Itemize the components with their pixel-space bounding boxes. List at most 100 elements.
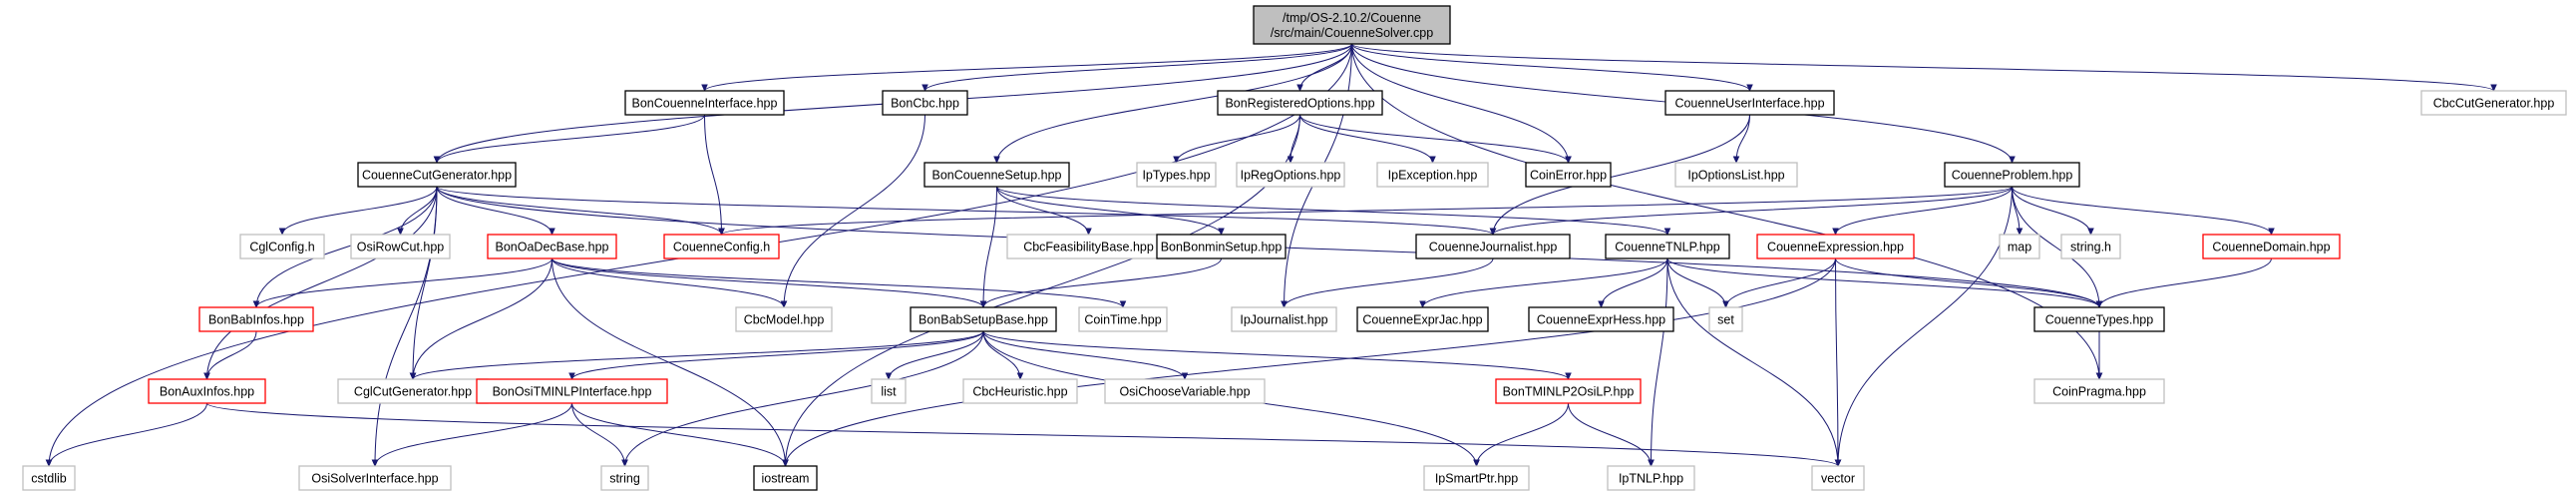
- file-node-bon-tminlp2osi[interactable]: BonTMINLP2OsiLP.hpp: [1495, 378, 1642, 404]
- node-box: [600, 465, 649, 491]
- file-node-cstdlib: cstdlib: [22, 465, 76, 491]
- file-node-ip-smart-ptr: IpSmartPtr.hpp: [1423, 465, 1530, 491]
- node-box: [2033, 378, 2165, 404]
- file-node-bon-bonmin[interactable]: BonBonminSetup.hpp: [1156, 234, 1287, 259]
- node-label: BonCouenneSetup.hpp: [932, 169, 1062, 183]
- file-node-coin-time: CoinTime.hpp: [1078, 306, 1168, 332]
- file-node-coue-expr[interactable]: CouenneExpression.hpp: [1756, 234, 1915, 259]
- node-label: CouenneUserInterface.hpp: [1674, 97, 1824, 111]
- file-node-bon-bab-infos[interactable]: BonBabInfos.hpp: [198, 306, 314, 332]
- node-box: [1231, 306, 1337, 332]
- node-box: [753, 465, 818, 491]
- node-label: CouenneProblem.hpp: [1952, 169, 2073, 183]
- file-node-coue-tnlp[interactable]: CouenneTNLP.hpp: [1605, 234, 1730, 259]
- node-label: CbcHeuristic.hpp: [972, 385, 1067, 399]
- node-box: [1376, 162, 1489, 188]
- file-node-iostream[interactable]: iostream: [753, 465, 818, 491]
- node-box: [1253, 5, 1451, 45]
- node-label: CouenneConfig.h: [673, 241, 770, 254]
- node-label: BonCouenneInterface.hpp: [632, 97, 778, 111]
- include-edge: [552, 257, 785, 307]
- file-node-coue-config[interactable]: CouenneConfig.h: [663, 234, 780, 259]
- include-edge: [207, 186, 438, 379]
- file-node-root[interactable]: /tmp/OS-2.10.2/Couenne/src/main/CouenneS…: [1253, 5, 1451, 45]
- file-node-osi-choose: OsiChooseVariable.hpp: [1104, 378, 1266, 404]
- include-edge: [552, 257, 1124, 307]
- include-edge: [1493, 114, 1750, 235]
- include-edge: [997, 43, 1352, 163]
- node-box: [1236, 162, 1345, 188]
- file-node-ip-journal: IpJournalist.hpp: [1231, 306, 1337, 332]
- include-edge: [722, 186, 2013, 235]
- node-label: list: [881, 385, 897, 399]
- include-edge: [571, 402, 625, 466]
- node-label: BonOsiTMINLPInterface.hpp: [493, 385, 652, 399]
- node-label: BonOaDecBase.hpp: [496, 241, 609, 254]
- file-node-coue-cut-gen[interactable]: CouenneCutGenerator.hpp: [357, 162, 517, 188]
- file-node-bon-cbc[interactable]: BonCbc.hpp: [882, 90, 968, 116]
- file-node-cgl-config: CglConfig.h: [239, 234, 325, 259]
- include-edge: [705, 43, 1352, 91]
- file-node-coin-pragma: CoinPragma.hpp: [2033, 378, 2165, 404]
- include-edge: [572, 330, 984, 379]
- file-node-coue-user-int[interactable]: CouenneUserInterface.hpp: [1664, 90, 1835, 116]
- node-label: IpOptionsList.hpp: [1687, 169, 1784, 183]
- file-node-coin-error[interactable]: CoinError.hpp: [1525, 162, 1612, 188]
- file-node-cbc-heur: CbcHeuristic.hpp: [962, 378, 1078, 404]
- file-node-cou-problem[interactable]: CouenneProblem.hpp: [1944, 162, 2080, 188]
- file-node-string: string: [600, 465, 649, 491]
- include-edge: [982, 330, 1185, 379]
- include-edge: [996, 186, 1222, 235]
- file-node-ip-opt-list: IpOptionsList.hpp: [1674, 162, 1798, 188]
- file-node-bon-bab-setup[interactable]: BonBabSetupBase.hpp: [910, 306, 1057, 332]
- include-edge: [256, 257, 552, 307]
- include-edge: [1726, 257, 1836, 307]
- include-edge: [996, 186, 1089, 235]
- include-edge: [206, 402, 1839, 466]
- file-node-coue-journal[interactable]: CouenneJournalist.hpp: [1415, 234, 1571, 259]
- include-edge: [1285, 257, 1494, 307]
- file-node-coue-expr-hess[interactable]: CouenneExprHess.hpp: [1528, 306, 1674, 332]
- include-edge: [2012, 186, 2091, 235]
- node-label: string: [609, 472, 640, 486]
- node-box: [2202, 234, 2341, 259]
- node-label: BonTMINLP2OsiLP.hpp: [1503, 385, 1635, 399]
- include-edge: [889, 330, 984, 379]
- file-node-stringh: string.h: [2060, 234, 2121, 259]
- include-edge: [436, 186, 722, 235]
- node-label: BonRegisteredOptions.hpp: [1225, 97, 1374, 111]
- include-edge: [1838, 186, 2013, 466]
- node-label: set: [1717, 313, 1734, 327]
- include-edge: [1423, 257, 1668, 307]
- file-node-bon-oa-dec[interactable]: BonOaDecBase.hpp: [487, 234, 617, 259]
- file-node-cbc-cut-gen: CbcCutGenerator.hpp: [2420, 90, 2567, 116]
- include-edge: [983, 257, 1222, 307]
- include-edge: [1351, 43, 1569, 163]
- node-box: [1006, 234, 1171, 259]
- include-edge: [552, 257, 984, 307]
- node-box: [1944, 162, 2080, 188]
- node-box: [357, 162, 517, 188]
- include-edge: [2012, 186, 2100, 307]
- include-edge: [413, 330, 984, 379]
- include-edge: [1351, 43, 1750, 91]
- file-node-bon-aux-infos[interactable]: BonAuxInfos.hpp: [148, 378, 266, 404]
- node-box: [298, 465, 452, 491]
- file-node-coue-domain[interactable]: CouenneDomain.hpp: [2202, 234, 2341, 259]
- file-node-bon-reg-opt[interactable]: BonRegisteredOptions.hpp: [1217, 90, 1383, 116]
- file-node-coue-expr-jac[interactable]: CouenneExprJac.hpp: [1356, 306, 1489, 332]
- include-edge: [982, 330, 1569, 379]
- node-label: CouenneTypes.hpp: [2045, 313, 2153, 327]
- include-edge: [437, 114, 705, 163]
- node-box: [337, 378, 489, 404]
- file-node-coue-types[interactable]: CouenneTypes.hpp: [2033, 306, 2165, 332]
- node-box: [1811, 465, 1865, 491]
- file-node-bon-cou-setup[interactable]: BonCouenneSetup.hpp: [923, 162, 1070, 188]
- include-edge: [1666, 257, 1838, 466]
- node-label: IpTNLP.hpp: [1619, 472, 1683, 486]
- file-node-bon-cou-int[interactable]: BonCouenneInterface.hpp: [624, 90, 785, 116]
- file-node-bon-osi-tminlp[interactable]: BonOsiTMINLPInterface.hpp: [476, 378, 668, 404]
- nodes-layer: /tmp/OS-2.10.2/Couenne/src/main/CouenneS…: [22, 5, 2567, 491]
- node-box: [1708, 306, 1743, 332]
- node-label: BonBabSetupBase.hpp: [919, 313, 1048, 327]
